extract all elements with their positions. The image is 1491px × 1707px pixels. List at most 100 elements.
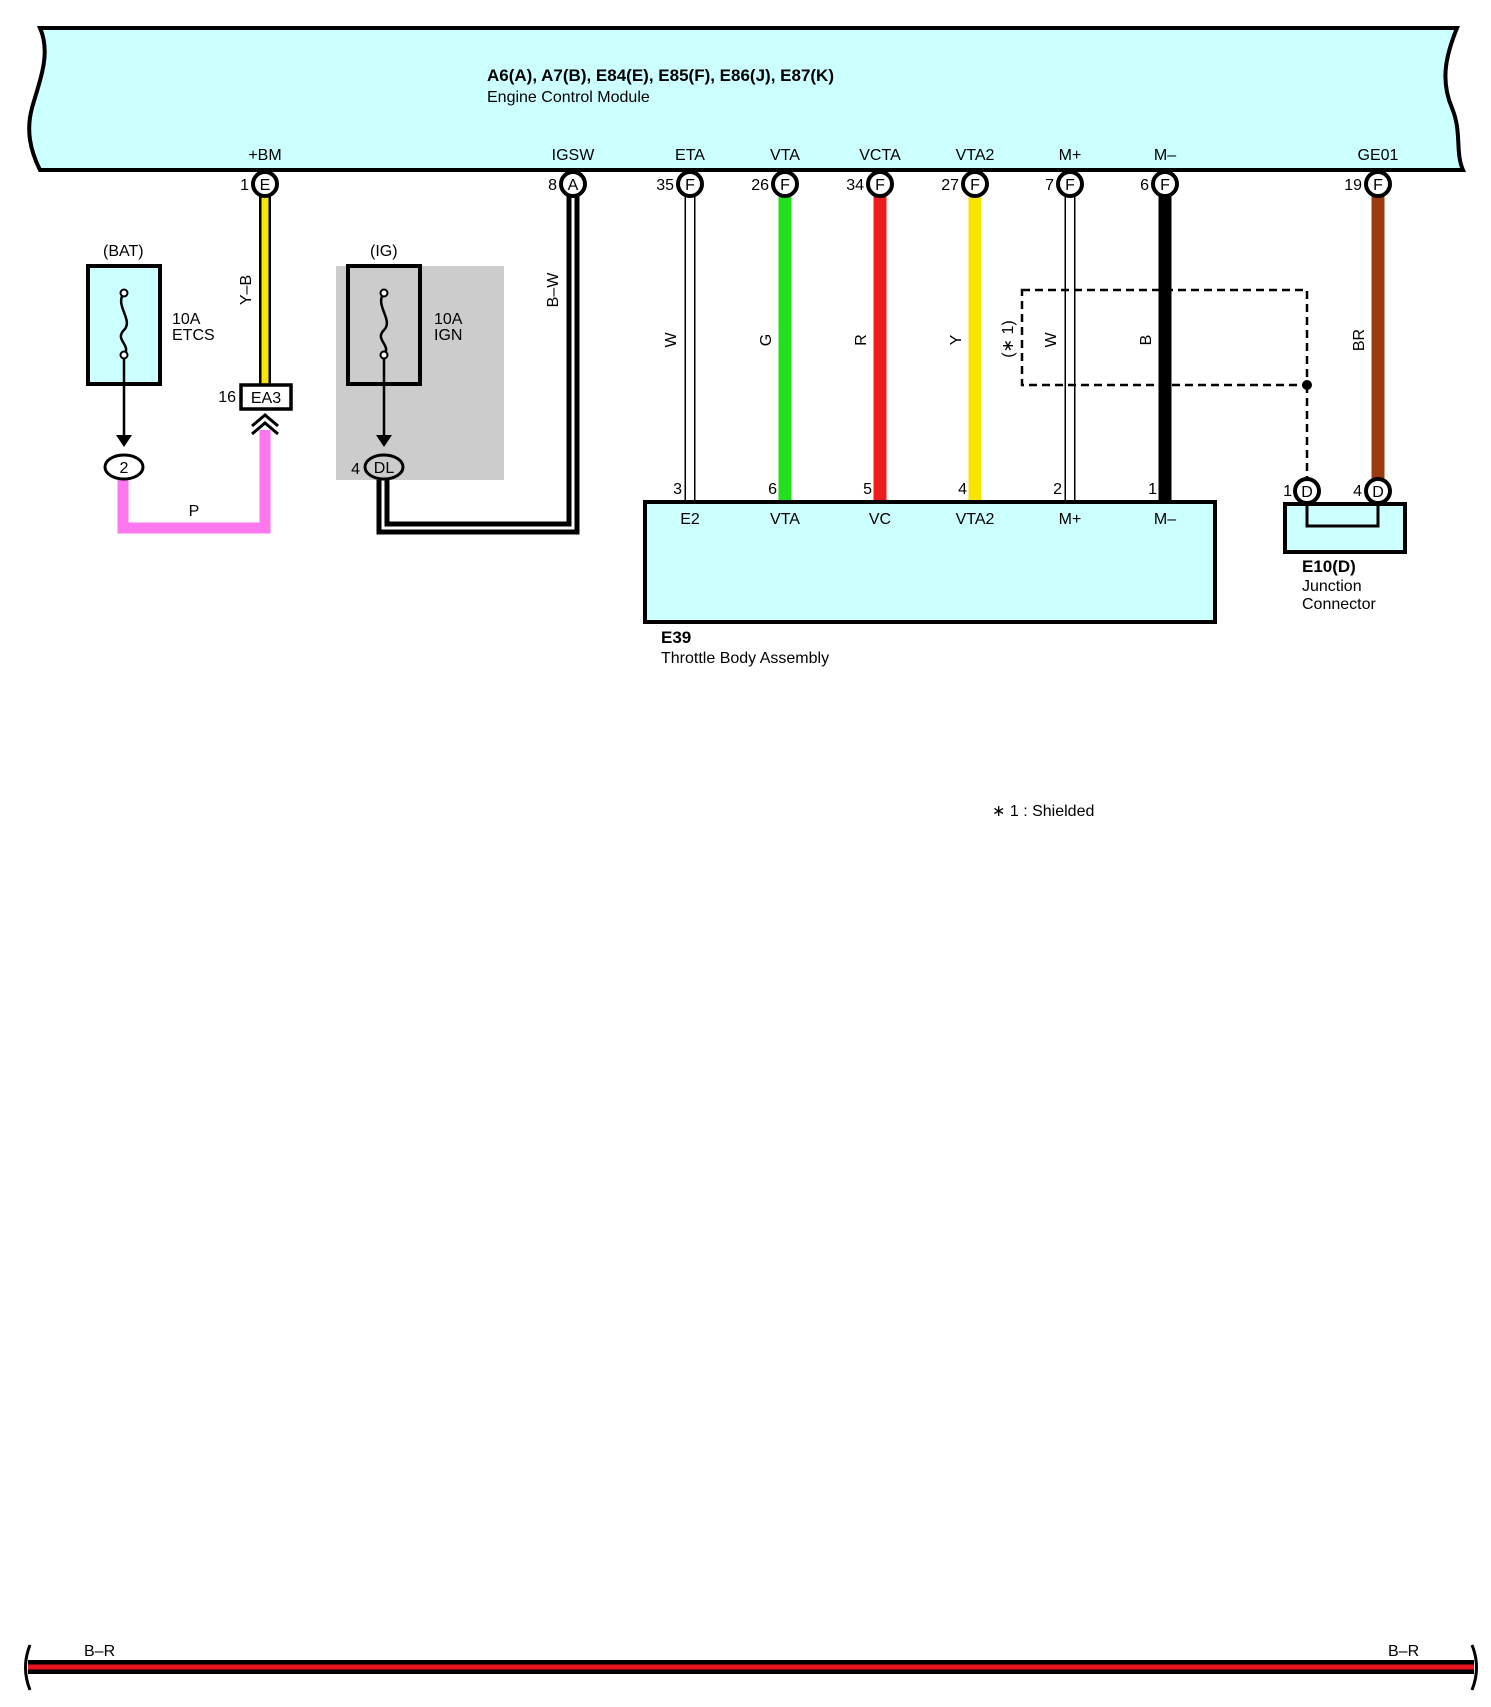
ecm-terminal: VTA F 26 [751, 147, 800, 198]
ecm-terminal-connector: F [875, 177, 885, 194]
throttle-pin-label: M+ [1059, 511, 1082, 528]
ecm-terminal: VCTA F 34 [846, 147, 901, 198]
fuse-bat-source: (BAT) [103, 243, 144, 260]
ecm-terminal-connector: E [260, 177, 271, 194]
ecm-terminal-label: ETA [675, 147, 705, 164]
wire-color-label: B [1138, 335, 1155, 346]
terminal-circle [866, 170, 894, 198]
junction-pin-4: 4 [1353, 483, 1362, 500]
throttle-name: Throttle Body Assembly [661, 650, 829, 667]
ecm-terminal-label: IGSW [552, 147, 596, 164]
fuse-ig-source: (IG) [370, 243, 398, 260]
fuse-ign-name: IGN [434, 327, 462, 344]
ecm-terminal-label: VTA [770, 147, 800, 164]
ecm-terminal-connector: A [568, 177, 579, 194]
ecm-terminal-pin: 19 [1344, 177, 1362, 194]
ecm-terminal: IGSW A8 [548, 147, 596, 198]
wires [117, 195, 1385, 535]
throttle-pin-label: VTA [770, 511, 800, 528]
terminal-circle [961, 170, 989, 198]
wire-color-label: B–W [545, 272, 562, 308]
junction-id: E10(D) [1302, 557, 1356, 576]
fuse-ign: (IG) 10A IGN 4 DL [336, 243, 504, 481]
ecm-terminal-label: VCTA [859, 147, 901, 164]
wire-color-label: Y [948, 334, 965, 345]
ecm-terminal-pin: 6 [1140, 177, 1149, 194]
engine-control-module: A6(A), A7(B), E84(E), E85(F), E86(J), E8… [27, 26, 1467, 172]
shield-dashed-line [1020, 288, 1312, 487]
ecm-terminal-connector: F [685, 177, 695, 194]
ecm-terminal-label: +BM [248, 147, 281, 164]
terminal-circle [559, 170, 587, 198]
junction-box [1283, 502, 1407, 554]
ecm-terminal-pin: 27 [941, 177, 959, 194]
dl-pin: 4 [351, 461, 360, 478]
ecm-terminal-pin: 26 [751, 177, 769, 194]
ecm-terminal: M+F7 [1045, 147, 1084, 198]
shielded-note: ∗ 1 : Shielded [992, 803, 1094, 820]
wire-color-label: W [663, 332, 680, 348]
junction-pin-4-conn: D [1372, 484, 1384, 501]
throttle-pin-number: 4 [958, 481, 967, 498]
throttle-pin-number: 6 [768, 481, 777, 498]
connector-2 [103, 453, 145, 481]
fuse-etcs-name: ETCS [172, 327, 215, 344]
bottom-b-r-wire: B–R B–R [24, 1643, 1478, 1691]
wire-color-label: Y–B [238, 275, 255, 305]
ecm-terminal-label: VTA2 [956, 147, 995, 164]
ecm-terminal-connector: F [1160, 177, 1170, 194]
ecm-terminal: M– F6 [1140, 147, 1179, 198]
throttle-id: E39 [661, 628, 691, 647]
bottom-wire-label-left: B–R [84, 1643, 115, 1660]
connector-dl-label: DL [374, 460, 395, 477]
throttle-pin-number: 5 [863, 481, 872, 498]
ecm-terminal-pin: 7 [1045, 177, 1054, 194]
terminal-circle [1151, 170, 1179, 198]
connector-2-label: 2 [120, 460, 129, 477]
throttle-pin-label: VC [869, 511, 891, 528]
ecm-connector-list: A6(A), A7(B), E84(E), E85(F), E86(J), E8… [487, 66, 834, 85]
ea3-name: EA3 [251, 390, 281, 407]
fuse-ign-rating: 10A [434, 311, 463, 328]
terminal-circle [771, 170, 799, 198]
wire-color-label: R [853, 334, 870, 346]
wire-color-label: W [1043, 332, 1060, 348]
wire-color-label: P [189, 503, 200, 520]
ecm-terminal-connector: F [1373, 177, 1383, 194]
junction-name-2: Connector [1302, 596, 1376, 613]
fuse-etcs: (BAT) 10A ETCS 2 [86, 243, 215, 481]
ecm-terminal-connector: F [1065, 177, 1075, 194]
throttle-pin-label: M– [1154, 511, 1176, 528]
ecm-name: Engine Control Module [487, 89, 650, 106]
junction-name-1: Junction [1302, 578, 1362, 595]
junction-pin-1-conn: D [1301, 484, 1313, 501]
wire-p [117, 430, 271, 534]
ea3-pin: 16 [218, 389, 236, 406]
shield-tag: (∗ 1) [1000, 320, 1017, 357]
throttle-pin-number: 2 [1053, 481, 1062, 498]
connector-ea3: 16 EA3 [218, 383, 293, 436]
terminal-circle [1364, 170, 1392, 198]
throttle-pin-label: E2 [680, 511, 700, 528]
throttle-pin-label: VTA2 [956, 511, 995, 528]
ecm-terminal-pin: 8 [548, 177, 557, 194]
throttle-pin-number: 1 [1148, 481, 1157, 498]
ecm-terminal-label: M– [1154, 147, 1176, 164]
connector-dl [363, 453, 405, 481]
terminal-circle [1056, 170, 1084, 198]
ecm-terminal-pin: 34 [846, 177, 864, 194]
ecm-terminal-connector: F [780, 177, 790, 194]
fuse-etcs-symbol [119, 292, 129, 356]
fuse-ign-symbol [379, 292, 389, 356]
ecm-terminal-pin: 1 [240, 177, 249, 194]
wire-color-label: BR [1351, 329, 1368, 351]
throttle-body-box [643, 500, 1217, 624]
ecm-terminal: +BM E1 [240, 147, 282, 198]
terminal-circle [676, 170, 704, 198]
